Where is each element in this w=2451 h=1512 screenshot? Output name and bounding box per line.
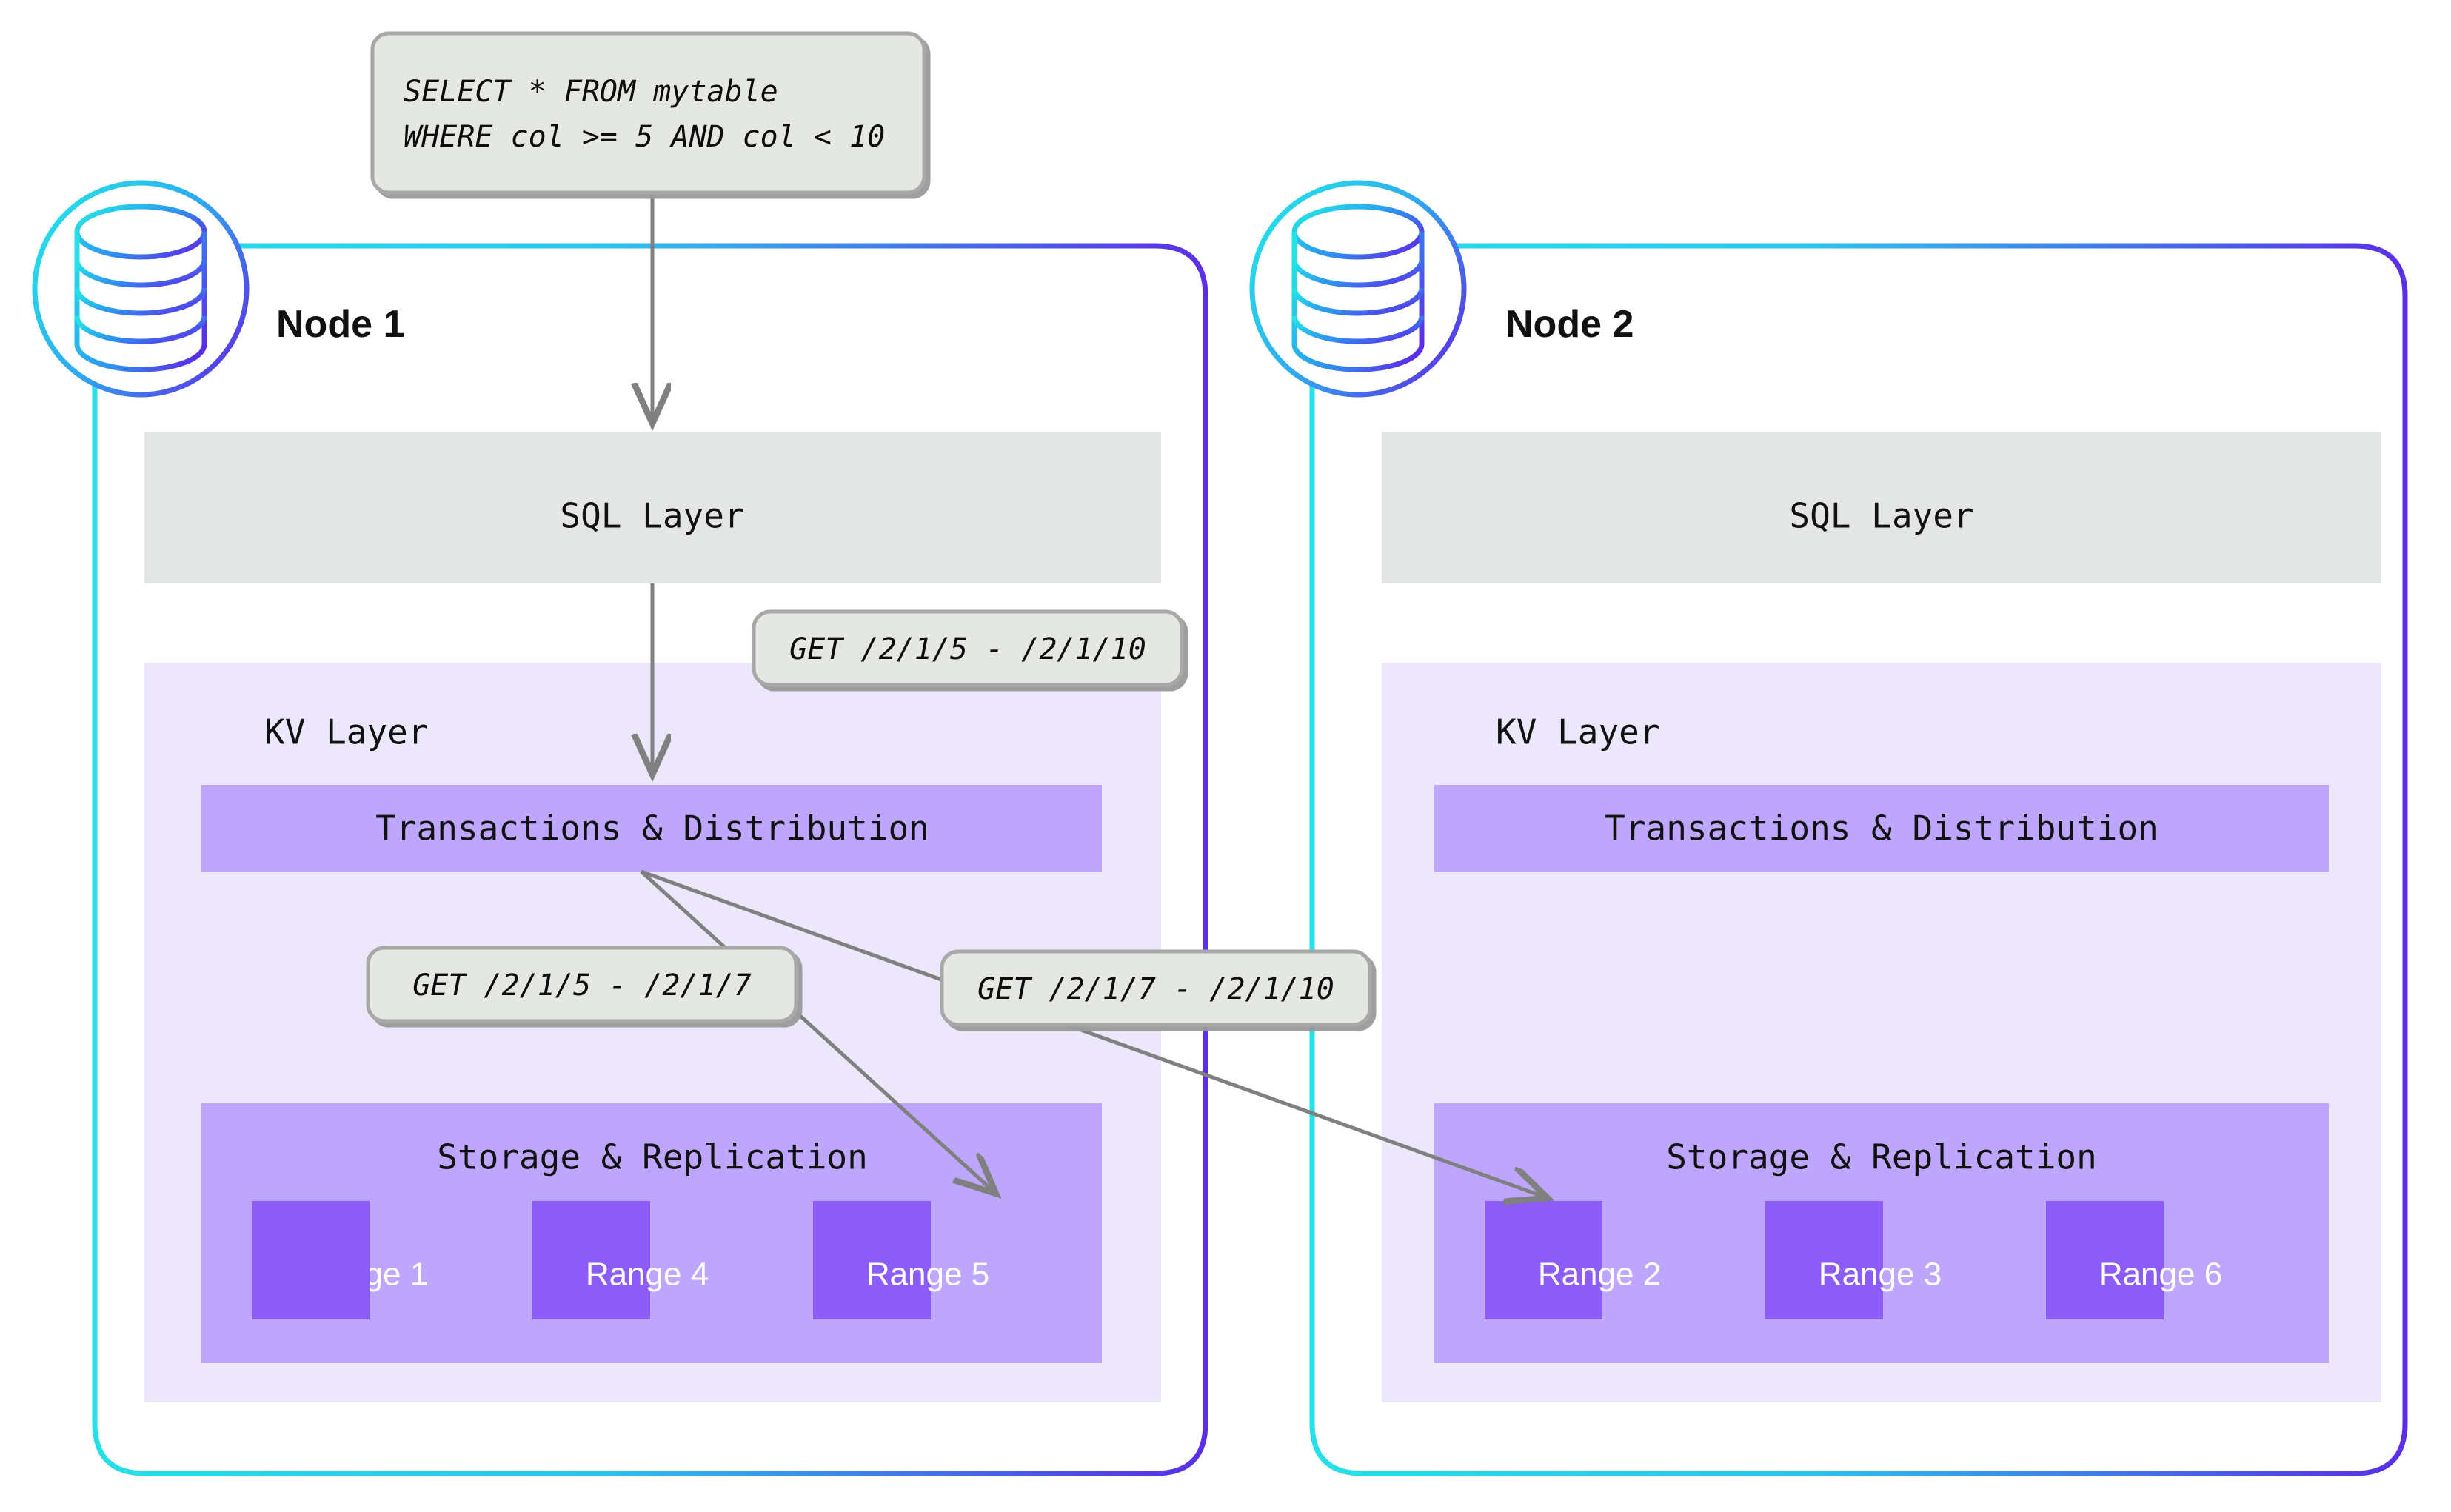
callout-range-5-request-label: GET /2/1/5 - /2/1/7 [412, 969, 752, 1003]
node-2-range-2[interactable]: Range 2 [1485, 1201, 1661, 1319]
sql-query-line-2: WHERE col >= 5 AND col < 10 [404, 120, 885, 154]
node-1-kv-layer-label: KV Layer [264, 712, 429, 752]
database-cylinder-icon [1291, 204, 1425, 372]
node-1-sql-layer-label: SQL Layer [560, 496, 744, 536]
node-2-range-3-label: Range 3 [1819, 1257, 1942, 1293]
callout-kv-request-label: GET /2/1/5 - /2/1/10 [789, 632, 1146, 666]
sql-query-box[interactable]: SELECT * FROM mytable WHERE col >= 5 AND… [370, 31, 926, 195]
arrow-transactions-to-range-2 [641, 869, 1548, 1198]
callout-kv-request[interactable]: GET /2/1/5 - /2/1/10 [752, 609, 1184, 687]
callout-range-5-request[interactable]: GET /2/1/5 - /2/1/7 [366, 946, 798, 1023]
node-2-badge[interactable]: Node 2 [1249, 180, 1634, 398]
node-2-title: Node 2 [1505, 303, 1634, 346]
node-1-range-4-label: Range 4 [586, 1257, 709, 1293]
node-2-sql-layer-label: SQL Layer [1789, 496, 1973, 536]
node-1-range-4[interactable]: Range 4 [532, 1201, 709, 1319]
node-2-kv-layer-label: KV Layer [1496, 712, 1660, 752]
database-cylinder-icon [74, 204, 207, 372]
node-2-sql-layer[interactable]: SQL Layer [1382, 432, 2381, 583]
callout-range-2-request[interactable]: GET /2/1/7 - /2/1/10 [940, 949, 1372, 1027]
callout-range-2-request-label: GET /2/1/7 - /2/1/10 [977, 972, 1334, 1006]
node-1-range-fills [252, 1201, 370, 1319]
node-2-transactions-label: Transactions & Distribution [1605, 809, 2159, 849]
sql-query-line-1: SELECT * FROM mytable [404, 75, 778, 109]
node-2-transactions-block[interactable]: Transactions & Distribution [1434, 785, 2329, 872]
node-1-storage-label: Storage & Replication [437, 1137, 868, 1177]
node-1-title: Node 1 [276, 303, 404, 346]
node-1-transactions-block[interactable]: Transactions & Distribution [201, 785, 1102, 872]
node-1-range-5-label: Range 5 [866, 1257, 989, 1293]
node-2-kv-layer[interactable]: KV Layer Transactions & Distribution Sto… [1382, 663, 2381, 1402]
node-1-range-5[interactable]: Range 5 [813, 1201, 989, 1319]
node-2-range-2-label: Range 2 [1538, 1257, 1661, 1293]
node-2-container[interactable] [1309, 243, 2408, 1476]
node-1-sql-layer[interactable]: SQL Layer [144, 432, 1161, 583]
node-2-range-6[interactable]: Range 6 [2046, 1201, 2222, 1319]
node-2-range-6-label: Range 6 [2099, 1257, 2222, 1293]
arrow-transactions-to-range-5 [640, 870, 996, 1194]
node-2-storage-label: Storage & Replication [1666, 1137, 2097, 1177]
node-2-storage-block[interactable]: Storage & Replication Range 2 Range 3 Ra… [1434, 1103, 2329, 1363]
node-1-container[interactable] [92, 243, 1208, 1476]
node-1-transactions-label: Transactions & Distribution [375, 809, 929, 849]
node-1-badge[interactable]: Node 1 [32, 180, 404, 398]
node-2-range-3[interactable]: Range 3 [1765, 1201, 1942, 1319]
